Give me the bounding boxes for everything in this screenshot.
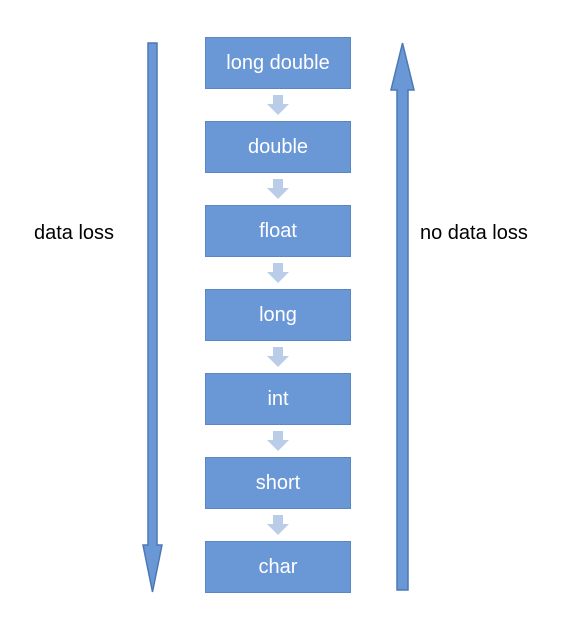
small-down-arrow [267, 431, 289, 451]
type-box-int: int [205, 373, 351, 425]
type-box-long-double: long double [205, 37, 351, 89]
type-label: float [259, 219, 297, 242]
type-box-double: double [205, 121, 351, 173]
type-label: double [247, 135, 309, 158]
no-data-loss-label: no data loss [420, 222, 528, 244]
type-box-char: char [205, 541, 351, 593]
type-label: int [267, 387, 289, 410]
data-loss-arrow [142, 42, 163, 593]
small-down-arrow [267, 95, 289, 115]
type-box-short: short [205, 457, 351, 509]
small-down-arrow [267, 179, 289, 199]
small-down-arrow [267, 263, 289, 283]
no-data-loss-arrow [390, 42, 415, 591]
type-label: long [259, 303, 297, 326]
small-down-arrow [267, 347, 289, 367]
small-down-arrow [267, 515, 289, 535]
data-loss-label: data loss [34, 222, 115, 244]
type-box-float: float [205, 205, 351, 257]
type-box-long: long [205, 289, 351, 341]
type-label: char [258, 555, 298, 578]
type-label: long double [226, 51, 330, 74]
type-label: short [255, 471, 301, 494]
